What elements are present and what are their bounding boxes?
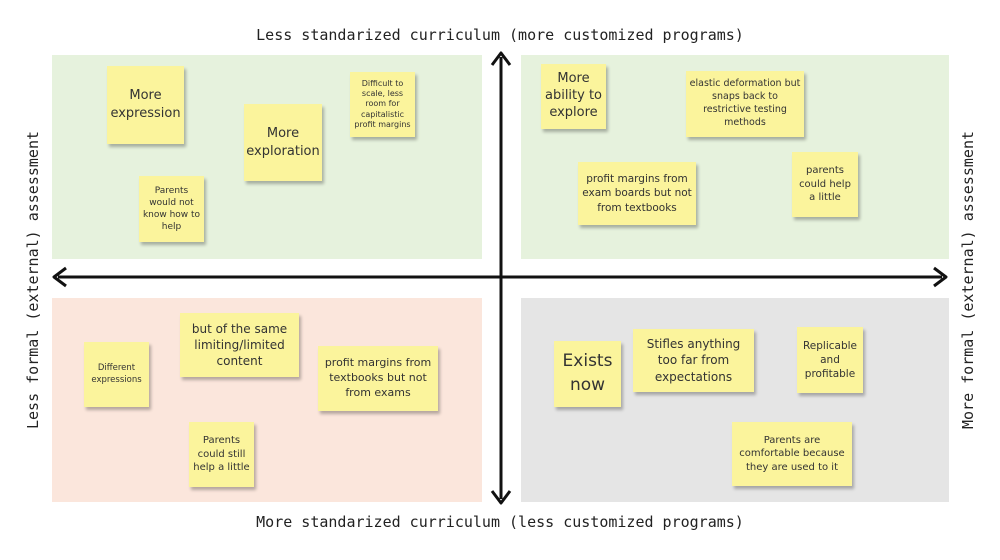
- sticky-note[interactable]: Difficult to scale, less room for capita…: [350, 72, 415, 137]
- note-text: Difficult to scale, less room for capita…: [354, 78, 411, 130]
- note-text: Parents could still help a little: [193, 435, 250, 474]
- left-arrowhead: [52, 266, 67, 288]
- note-text: More expression: [110, 88, 181, 121]
- bottom-axis-label: More standarized curriculum (less custom…: [256, 513, 744, 531]
- left-axis-label: Less formal (external) assessment: [24, 130, 42, 430]
- note-text: elastic deformation but snaps back to re…: [689, 78, 801, 128]
- down-arrowhead: [490, 490, 512, 505]
- right-arrowhead: [933, 266, 948, 288]
- note-text: Parents are comfortable because they are…: [739, 434, 845, 473]
- sticky-note[interactable]: Different expressions: [84, 342, 149, 407]
- note-text: Replicable and profitable: [802, 339, 858, 381]
- note-text: Exists now: [562, 351, 613, 395]
- note-text: More exploration: [246, 125, 320, 159]
- note-text: Different expressions: [91, 363, 142, 385]
- sticky-note[interactable]: parents could help a little: [792, 152, 858, 217]
- sticky-note[interactable]: elastic deformation but snaps back to re…: [686, 71, 804, 137]
- sticky-note[interactable]: profit margins from textbooks but not fr…: [318, 346, 438, 411]
- up-arrowhead: [490, 51, 512, 66]
- note-text: parents could help a little: [799, 165, 851, 204]
- note-text: profit margins from exam boards but not …: [582, 173, 692, 214]
- note-text: Stifles anything too far from expectatio…: [646, 337, 741, 384]
- right-axis-label: More formal (external) assessment: [959, 130, 977, 430]
- sticky-note[interactable]: Parents are comfortable because they are…: [732, 422, 852, 486]
- note-text: More ability to explore: [544, 71, 603, 120]
- sticky-note[interactable]: More ability to explore: [541, 64, 606, 129]
- sticky-note[interactable]: Parents could still help a little: [189, 422, 254, 487]
- note-text: profit margins from textbooks but not fr…: [324, 356, 432, 399]
- sticky-note[interactable]: Parents would not know how to help: [139, 176, 204, 242]
- sticky-note[interactable]: profit margins from exam boards but not …: [578, 162, 696, 225]
- top-axis-label: Less standarized curriculum (more custom…: [256, 26, 744, 44]
- note-text: but of the same limiting/limited content: [191, 321, 288, 369]
- note-text: Parents would not know how to help: [142, 185, 201, 233]
- sticky-note[interactable]: Exists now: [554, 341, 621, 407]
- sticky-note[interactable]: Stifles anything too far from expectatio…: [633, 329, 754, 392]
- sticky-note[interactable]: Replicable and profitable: [797, 327, 863, 393]
- sticky-note[interactable]: but of the same limiting/limited content: [180, 313, 299, 377]
- sticky-note[interactable]: More exploration: [244, 104, 322, 181]
- sticky-note[interactable]: More expression: [107, 66, 184, 144]
